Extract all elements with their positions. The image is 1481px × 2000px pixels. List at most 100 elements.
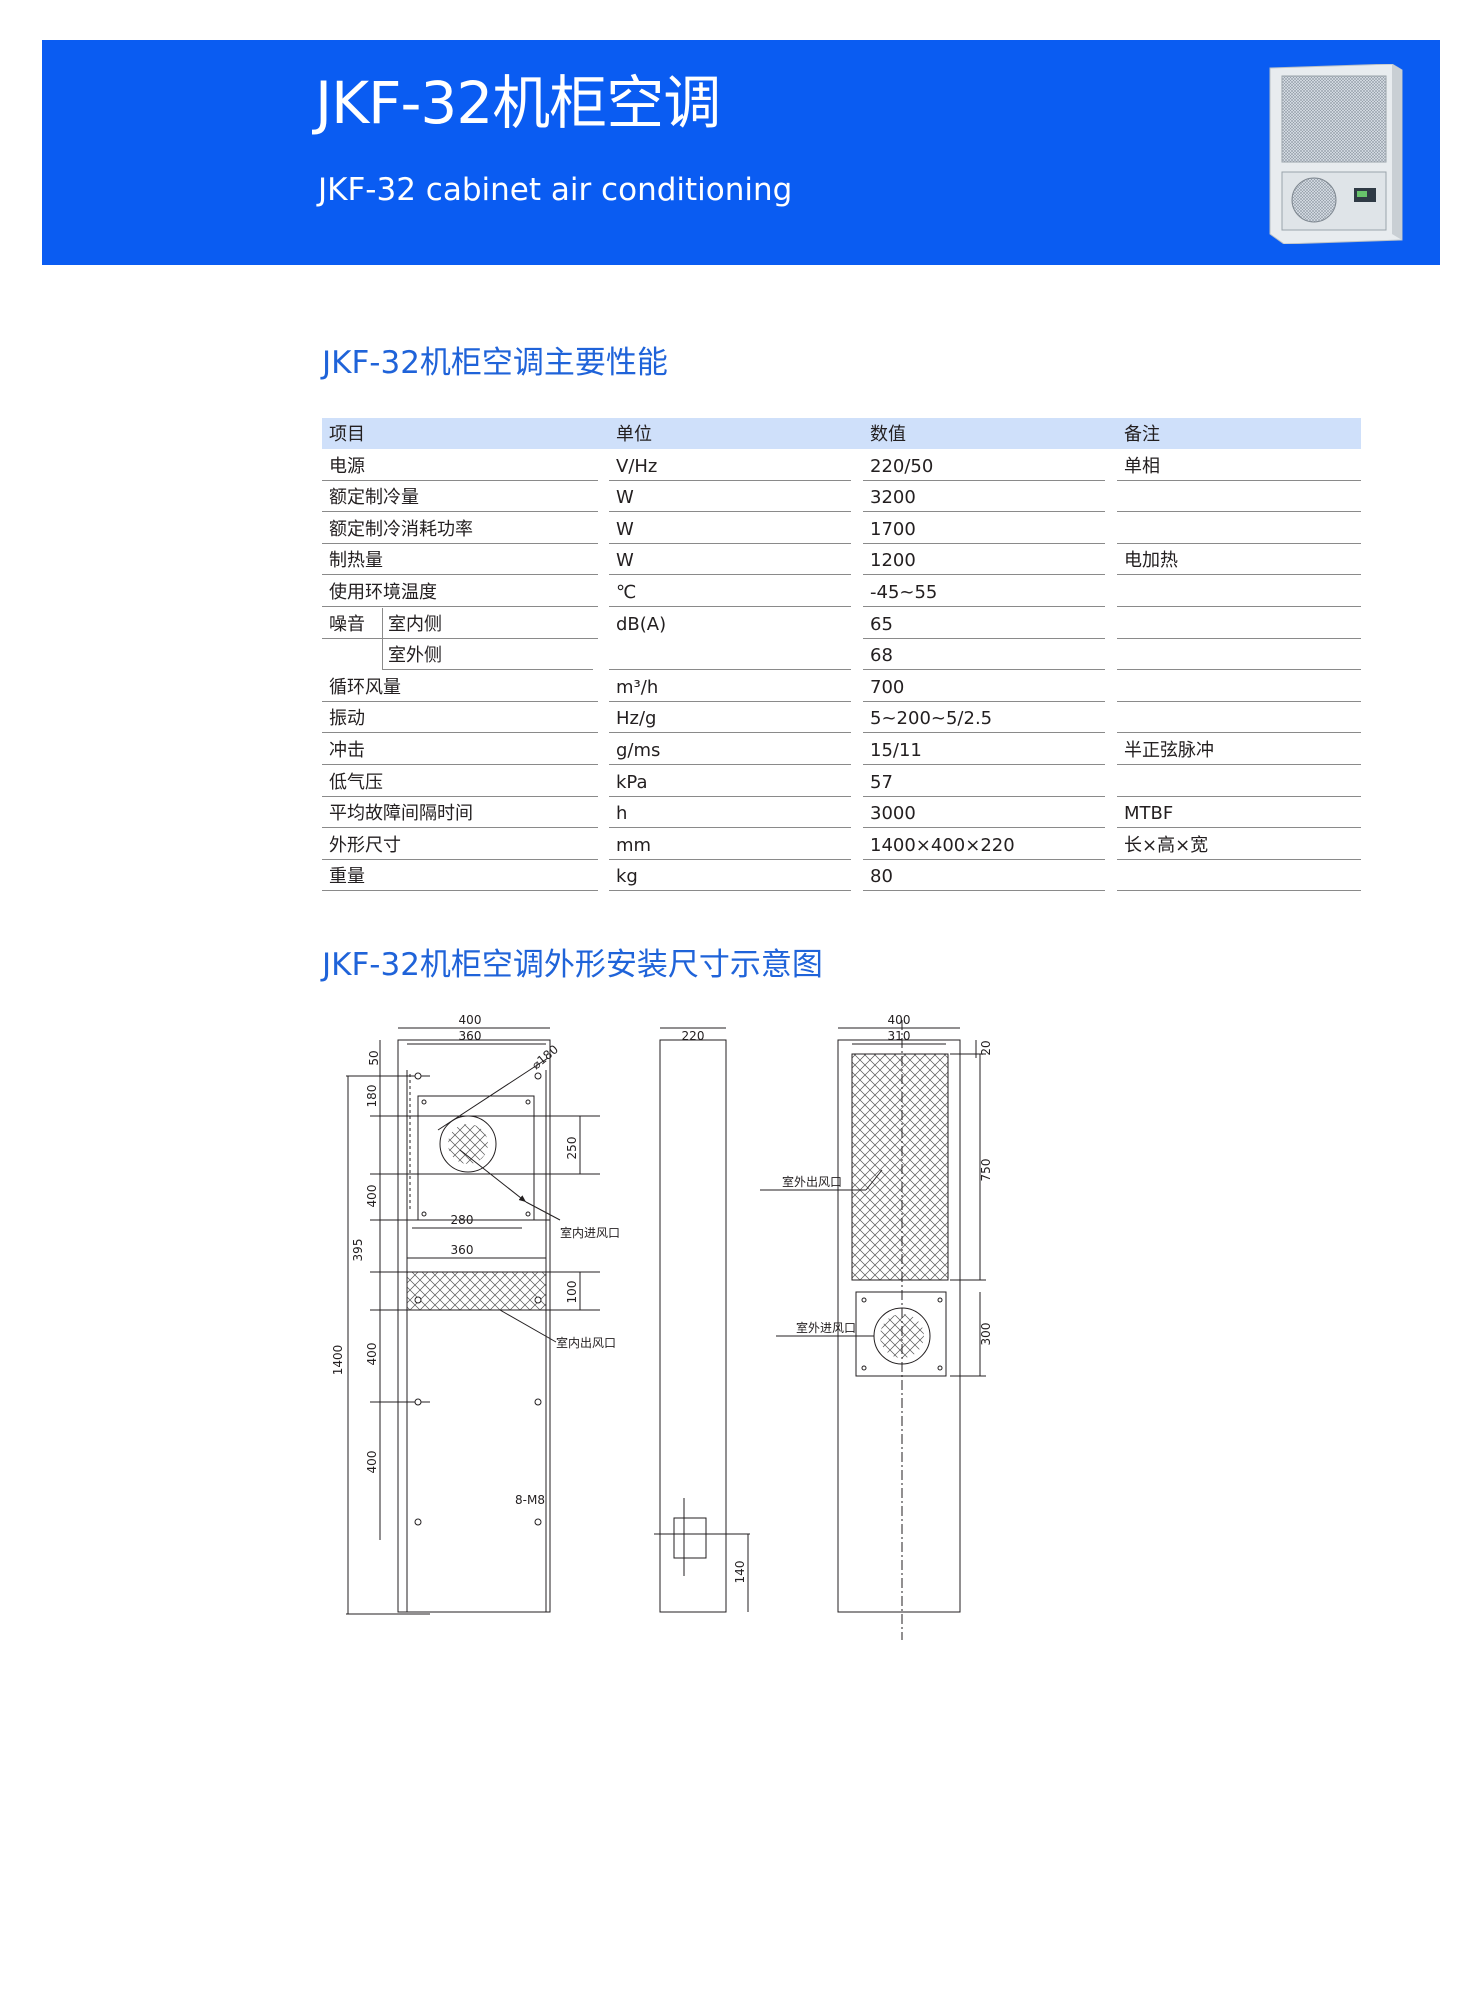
drawing-section-title: JKF-32机柜空调外形安装尺寸示意图 <box>322 947 823 983</box>
table-cell-note: 电加热 <box>1117 544 1361 575</box>
table-row: 循环风量 m³/h 700 <box>322 671 1361 702</box>
column-header: 备注 <box>1124 424 1160 445</box>
table-cell-value: 68 <box>863 639 1105 670</box>
dim-lower-pitch-1: 400 <box>365 1343 379 1366</box>
table-cell-value: 5~200~5/2.5 <box>863 702 1105 733</box>
dim-gap: 395 <box>351 1239 365 1262</box>
table-cell-value: 3200 <box>863 481 1105 512</box>
table-cell-unit: W <box>609 544 851 575</box>
table-cell-unit: m³/h <box>609 671 851 702</box>
table-cell-note <box>1117 671 1361 702</box>
table-cell-item: 室外侧 <box>322 639 598 670</box>
table-cell-item: 使用环境温度 <box>322 576 598 607</box>
dim-fan-diameter: ⌀180 <box>529 1042 561 1072</box>
dim-top-offset: 50 <box>367 1050 381 1065</box>
table-cell-unit: W <box>609 513 851 544</box>
table-cell-unit: kg <box>609 860 851 891</box>
table-cell-value: 57 <box>863 766 1105 797</box>
dim-back-top-offset: 20 <box>979 1040 993 1055</box>
table-cell-item: 循环风量 <box>322 671 598 702</box>
table-cell-value: 15/11 <box>863 734 1105 765</box>
table-cell-unit: W <box>609 481 851 512</box>
table-cell-value: 1700 <box>863 513 1105 544</box>
table-row: 使用环境温度 ℃ -45~55 <box>322 576 1361 607</box>
table-cell-note <box>1117 513 1361 544</box>
table-cell-note <box>1117 481 1361 512</box>
table-row: 平均故障间隔时间 h 3000 MTBF <box>322 797 1361 828</box>
table-row: 重量 kg 80 <box>322 860 1361 891</box>
column-header: 单位 <box>616 424 652 445</box>
table-header-row: 项目 单位 数值 备注 <box>322 418 1361 449</box>
dim-grille-width: 310 <box>888 1029 911 1043</box>
table-cell-item: 冲击 <box>322 734 598 765</box>
table-cell-note: 半正弦脉冲 <box>1117 734 1361 765</box>
table-cell-unit: h <box>609 797 851 828</box>
table-cell-note <box>1117 860 1361 891</box>
table-row: 振动 Hz/g 5~200~5/2.5 <box>322 702 1361 733</box>
table-cell-value: 3000 <box>863 797 1105 828</box>
table-cell-item-main: 噪音 <box>329 614 365 635</box>
column-header: 项目 <box>329 424 365 445</box>
dim-front-inner: 360 <box>459 1029 482 1043</box>
table-cell-value: 220/50 <box>863 450 1105 481</box>
dim-lower-pitch-2: 400 <box>365 1451 379 1474</box>
label-bolts: 8-M8 <box>515 1493 545 1507</box>
table-row: 额定制冷量 W 3200 <box>322 481 1361 512</box>
dim-outlet-height: 100 <box>565 1281 579 1304</box>
table-cell-item: 额定制冷消耗功率 <box>322 513 598 544</box>
table-cell-note <box>1117 608 1361 639</box>
table-cell-unit: Hz/g <box>609 702 851 733</box>
table-cell-item: 振动 <box>322 702 598 733</box>
specs-section-title: JKF-32机柜空调主要性能 <box>322 345 668 381</box>
page-title: JKF-32机柜空调 <box>315 69 721 137</box>
dim-grille-height: 750 <box>979 1159 993 1182</box>
table-cell-unit: dB(A) <box>616 614 667 635</box>
table-cell-item: 低气压 <box>322 766 598 797</box>
label-outdoor-inlet: 室外进风口 <box>796 1320 856 1335</box>
table-cell-value: 700 <box>863 671 1105 702</box>
table-cell-value: 1400×400×220 <box>863 829 1105 860</box>
dim-hole-pitch: 180 <box>365 1085 379 1108</box>
table-cell-note <box>1117 639 1361 670</box>
dim-side-bottom: 140 <box>733 1561 747 1584</box>
page-subtitle: JKF-32 cabinet air conditioning <box>318 172 793 208</box>
table-cell-item: 制热量 <box>322 544 598 575</box>
column-header: 数值 <box>870 424 906 445</box>
table-cell-value: 80 <box>863 860 1105 891</box>
dimension-drawing: 400 360 50 180 ⌀180 250 400 280 室内进风口 39… <box>331 1013 993 1640</box>
dim-front-width: 400 <box>459 1013 482 1027</box>
table-row: 冲击 g/ms 15/11 半正弦脉冲 <box>322 734 1361 765</box>
dim-panel-height: 400 <box>365 1185 379 1208</box>
table-cell-unit: ℃ <box>609 576 851 607</box>
table-cell-note: 长×高×宽 <box>1117 829 1361 860</box>
table-row: 室外侧 68 <box>322 639 1361 670</box>
dim-outlet-width: 360 <box>451 1243 474 1257</box>
table-cell-note <box>1117 702 1361 733</box>
table-cell-unit <box>609 639 851 670</box>
dim-fan-height: 250 <box>565 1137 579 1160</box>
dim-fan-panel-height: 300 <box>979 1323 993 1346</box>
table-cell-unit: g/ms <box>609 734 851 765</box>
table-cell-item: 外形尺寸 <box>322 829 598 860</box>
label-indoor-outlet: 室内出风口 <box>556 1335 616 1350</box>
table-cell-item: 重量 <box>322 860 598 891</box>
dim-back-width: 400 <box>888 1013 911 1027</box>
table-row: 低气压 kPa 57 <box>322 766 1361 797</box>
table-cell-value: -45~55 <box>863 576 1105 607</box>
table-cell-unit: kPa <box>609 766 851 797</box>
table-cell-item: 电源 <box>322 450 598 481</box>
dim-panel-width: 280 <box>451 1213 474 1227</box>
header-banner <box>42 40 1440 265</box>
product-photo <box>1269 64 1403 244</box>
table-cell-note <box>1117 766 1361 797</box>
table-cell-unit: V/Hz <box>609 450 851 481</box>
table-cell-item: 平均故障间隔时间 <box>322 797 598 828</box>
table-cell-item: 额定制冷量 <box>322 481 598 512</box>
table-cell-value: 65 <box>863 608 1105 639</box>
table-cell-note: MTBF <box>1117 797 1361 828</box>
label-indoor-inlet: 室内进风口 <box>560 1225 620 1240</box>
